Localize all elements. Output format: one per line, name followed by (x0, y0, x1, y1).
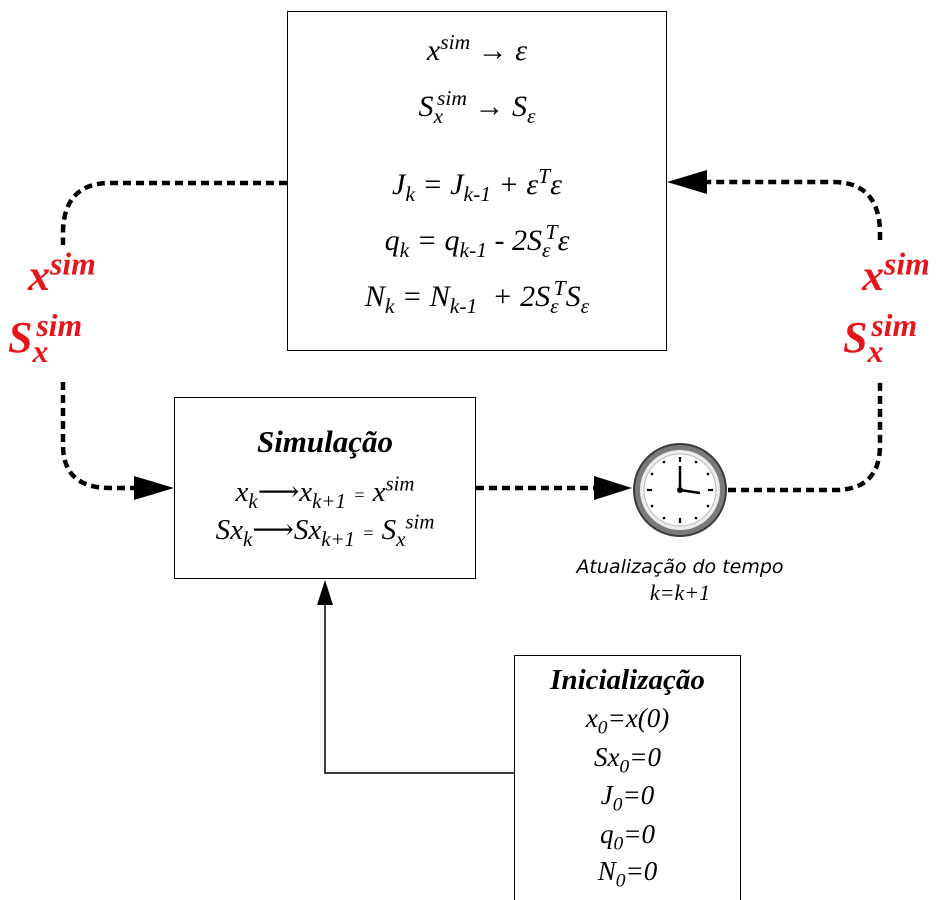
equation-gradient-update: qk = qk-1 - 2SεTε (384, 220, 570, 262)
equation-hessian-update: Nk = Nk-1 + 2SεTSε (364, 276, 590, 318)
equation-cost-update: Jk = Jk-1 + εTε (392, 164, 562, 206)
right-feedback-connector-upper (705, 179, 883, 240)
init-line-j0: J0=0 (600, 780, 655, 816)
update-equations-box: xsim → ε Sxsim → Sε Jk = Jk-1 + εTε qk =… (287, 11, 667, 351)
equation-sensitivity-mapping: Sxsim → Sε (418, 86, 536, 128)
simulation-title: Simulação (256, 424, 394, 459)
time-update-caption-line1: Atualização do tempo (576, 556, 784, 578)
init-arrowhead (317, 580, 333, 605)
simulation-state-step: xk⟶xk+1 = xsim (235, 471, 415, 513)
right-xsim-label: xsim (862, 246, 930, 300)
simulation-box: Simulação xk⟶xk+1 = xsim Sxk⟶Sxk+1 = Sxs… (174, 397, 476, 579)
time-update-caption-line2: k=k+1 (649, 580, 711, 605)
simulation-sensitivity-step: Sxk⟶Sxk+1 = Sxsim (215, 509, 435, 551)
right-sxsim-label: Sxsim (843, 308, 918, 369)
init-line-n0: N0=0 (597, 856, 658, 892)
equation-error-mapping: xsim → ε (426, 30, 528, 67)
init-line-q0: q0=0 (600, 819, 655, 855)
left-feedback-connector-lower (60, 382, 135, 491)
left-arrowhead (134, 476, 174, 500)
initialization-title: Inicialização (550, 664, 705, 696)
init-line-sx0: Sx0=0 (594, 742, 661, 778)
left-xsim-label: xsim (28, 246, 96, 300)
initialization-box: Inicialização x0=x(0) Sx0=0 J0=0 q0=0 N0… (514, 655, 741, 900)
time-update-caption: Atualização do tempo k=k+1 (560, 556, 800, 606)
clock-icon (633, 443, 727, 537)
init-to-sim-connector (324, 605, 514, 774)
right-arrowhead (667, 170, 707, 194)
right-feedback-connector (728, 382, 883, 493)
left-sxsim-label: Sxsim (8, 308, 83, 369)
clock-arrowhead (594, 476, 632, 500)
left-feedback-connector (60, 180, 287, 245)
init-line-x0: x0=x(0) (585, 703, 670, 739)
